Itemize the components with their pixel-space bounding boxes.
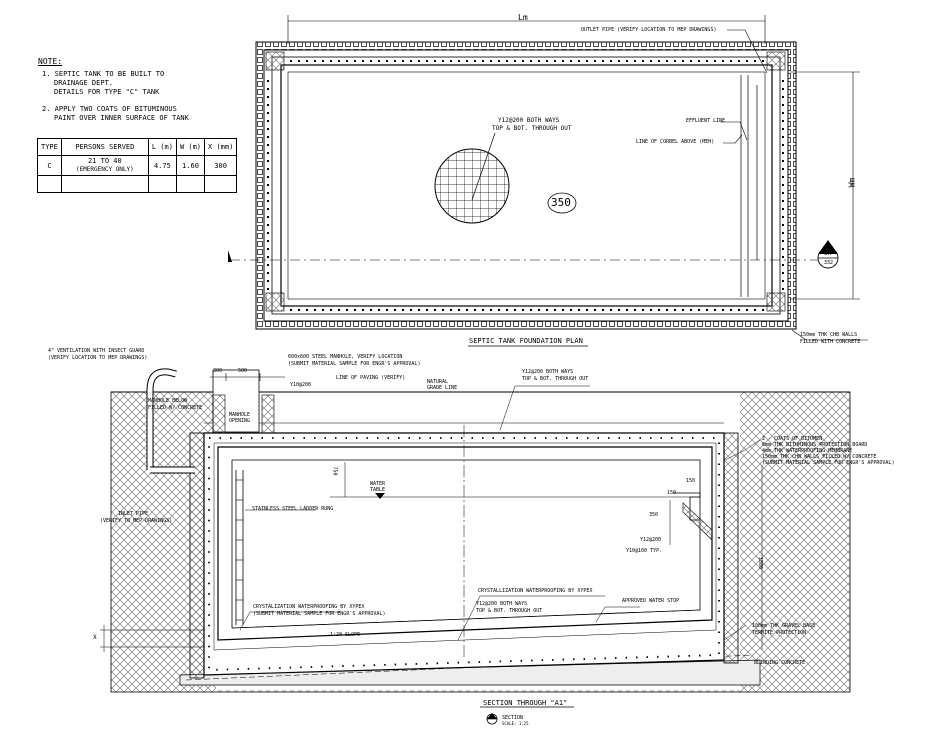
dim-length-label: Lm: [518, 13, 528, 22]
section-tag-top: 1A: [824, 250, 832, 257]
section-tag-bot: 332: [824, 260, 834, 266]
coats-line-5: (SUBMIT MATERIAL SAMPLE FOR ENGR'S APPRO…: [762, 460, 895, 466]
note-2-line-2: PAINT OVER INNER SURFACE OF TANK: [54, 114, 189, 122]
dim-150-b: 150: [667, 490, 677, 496]
dim-300-label: 300: [213, 368, 223, 374]
th-width: W (m): [175, 138, 206, 156]
slab-tag: 350: [551, 196, 571, 209]
cell-persons: 21 TO 40(EMERGENCY ONLY): [60, 155, 149, 176]
gravel-label-1: 100mm THK GRAVEL BASE: [752, 623, 816, 629]
callout-label-1: SECTION: [502, 715, 524, 721]
y10-label: Y10@200: [290, 382, 312, 388]
dim-350: 350: [649, 512, 659, 518]
cell-x: 300: [204, 155, 238, 176]
dim-150-a: 150: [686, 478, 696, 484]
coats-line-4: 150mm THK CHB WALLS FILLED W/ CONCRETE: [762, 454, 877, 460]
water-table-2: TABLE: [370, 487, 386, 493]
y12-label: Y12@200: [640, 537, 662, 543]
water-table-1: WATER: [370, 481, 386, 487]
note-1-line-3: DETAILS FOR TYPE "C" TANK: [54, 88, 160, 96]
manhole-label-1: 600x600 STEEL MANHOLE, VERIFY LOCATION: [288, 354, 403, 360]
natural-grade-1: NATURAL: [427, 379, 449, 385]
cell-length: 4.75: [147, 155, 177, 176]
cell-persons-sub: (EMERGENCY ONLY): [75, 166, 134, 173]
soil-hatch: [111, 392, 850, 692]
plan-title: SEPTIC TANK FOUNDATION PLAN: [469, 337, 583, 345]
reinforced-label-1: MANHOLE BELOW: [148, 398, 188, 404]
table-header-row: TYPE PERSONS SERVED L (m) W (m) X (mm): [37, 138, 238, 156]
note-1-line-2: DRAINAGE DEPT.: [54, 79, 114, 87]
th-x: X (mm): [204, 138, 238, 156]
x-dim-label: X: [93, 634, 97, 641]
inlet-pipe-2: (VERIFY TO MEP DRAWINGS): [100, 518, 173, 524]
table-row: [37, 175, 238, 193]
manhole-opening-2: OPENING: [229, 418, 251, 424]
reinforced-label-2: FILLED W/ CONCRETE: [148, 405, 203, 411]
gravel-label-2: TERMITE PROTECTION: [752, 630, 807, 636]
section-reinf-bot-2: TOP & BOT. THROUGH OUT: [476, 608, 543, 614]
note-1-line-1: 1. SEPTIC TANK TO BE BUILT TO: [42, 70, 165, 78]
natural-grade-2: GRADE LINE: [427, 385, 458, 391]
slope-label: 1:20 SLOPE: [330, 632, 361, 638]
vent-label-1: 4" VENTILATION WITH INSECT GUARD: [48, 348, 145, 354]
notes-title: NOTE:: [38, 57, 63, 66]
manhole-opening-1: MANHOLE: [229, 412, 251, 418]
th-type: TYPE: [37, 138, 62, 156]
chb-wall-line-1: 150mm THK CHB WALLS: [800, 332, 858, 338]
crystal-left-1: CRYSTALIZATION WATERPROOFING BY XYPEX: [253, 604, 365, 610]
outlet-pipe-label: OUTLET PIPE (VERIFY LOCATION TO MEP DRAW…: [581, 27, 717, 33]
coats-line-3: 4mm THK WATERPROOFING MEMBRANE: [762, 448, 853, 454]
vent-label-2: (VERIFY LOCATION TO MEP DRAWINGS): [48, 355, 148, 361]
note-2-line-1: 2. APPLY TWO COATS OF BITUMINOUS: [42, 105, 177, 113]
section-reinf-top-1: Y12@200 BOTH WAYS: [522, 369, 574, 375]
y10-typ-label: Y10@100 TYP.: [626, 548, 663, 554]
coats-line-2: 6mm THK BITUMINOUS PROTECTION BOARD: [762, 442, 868, 448]
chb-wall-line-2: FILLED WITH CONCRETE: [800, 339, 861, 345]
ladder-label: STAINLESS STEEL LADDER RUNG: [252, 506, 334, 512]
section-view: [100, 368, 851, 725]
th-persons: PERSONS SERVED: [60, 138, 149, 156]
paving-label: LINE OF PAVING (VERIFY): [336, 375, 406, 381]
cell-width: 1.60: [175, 155, 206, 176]
cell-persons-value: 21 TO 40: [88, 157, 122, 165]
coats-line-1: 2 - COATS OF BITUMEN: [762, 436, 823, 442]
inlet-pipe-1: INLET PIPE: [118, 511, 149, 517]
dim-1500: 1500: [757, 556, 764, 570]
section-reinf-top-2: TOP & BOT. THROUGH OUT: [522, 376, 589, 382]
cell-type: C: [37, 155, 62, 176]
tank-type-table: TYPE PERSONS SERVED L (m) W (m) X (mm) C…: [37, 138, 238, 193]
dim-500-label: 500: [238, 368, 248, 374]
section-reinf-bot-1: Y12@200 BOTH WAYS: [476, 601, 528, 607]
blinding-label: BLINDING CONCRETE: [754, 660, 806, 666]
plan-view: [228, 15, 868, 347]
plan-reinf-line-1: Y12@200 BOTH WAYS: [498, 117, 560, 124]
effluent-line-label: EFFLUENT LINE: [686, 118, 726, 124]
manhole-label-2: (SUBMIT MATERIAL SAMPLE FOR ENGR'S APPRO…: [288, 361, 421, 367]
table-row: C 21 TO 40(EMERGENCY ONLY) 4.75 1.60 300: [37, 155, 238, 176]
section-title: SECTION THROUGH "A1": [483, 699, 568, 707]
dim-750: 750: [331, 466, 338, 476]
dim-width-label: Wm: [847, 177, 857, 188]
plan-reinf-line-2: TOP & BOT. THROUGH OUT: [492, 125, 572, 132]
water-stop-label: APPROVED WATER STOP: [622, 598, 680, 604]
corbel-line-label: LINE OF CORBEL ABOVE (MEH): [636, 139, 715, 145]
crystal-mid-label: CRYSTALLIZATION WATERPROOFING BY XYPEX: [478, 588, 593, 594]
callout-label-2: SCALE: 1:25: [502, 721, 529, 726]
th-length: L (m): [147, 138, 177, 156]
crystal-left-2: (SUBMIT MATERIAL SAMPLE FOR ENGR'S APPRO…: [253, 611, 386, 617]
